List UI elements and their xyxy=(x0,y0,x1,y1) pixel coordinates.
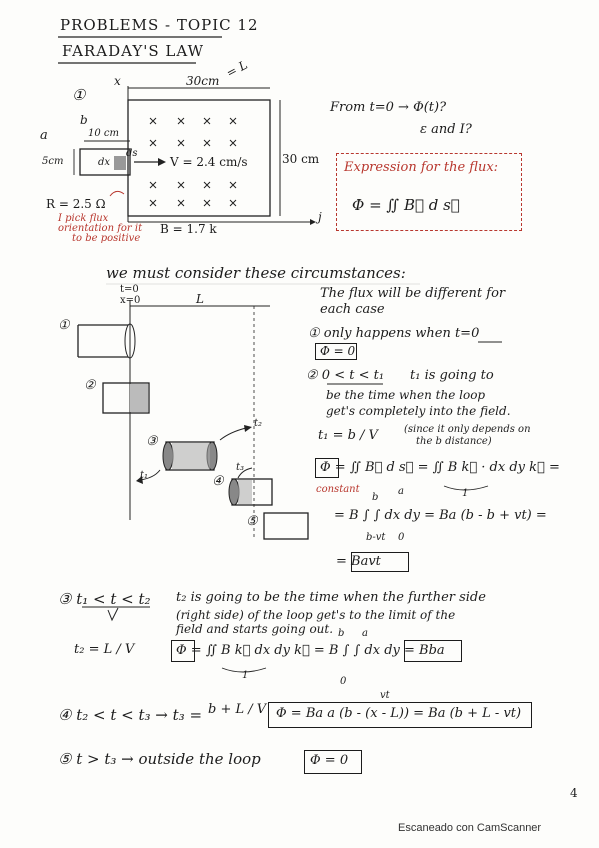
case4-t3-frac: b + L / V xyxy=(208,702,267,717)
case3-limit-b: b xyxy=(338,628,345,639)
case2-aside-2: the b distance) xyxy=(416,436,492,447)
circumstance-t3: t₃ xyxy=(236,462,245,473)
case1-result-box xyxy=(315,343,357,360)
case3-limit-a: a xyxy=(362,628,368,639)
case2-integral: Φ = ∬ B⃗ d s⃗ = ∬ B k⃗ · dx dy k⃗ = xyxy=(320,460,560,475)
flux-expression-box xyxy=(336,153,522,231)
figure-width-label: 30cm xyxy=(186,74,220,88)
case2-step-2: = B ∫ ∫ dx dy = Ba (b - b + vt) = xyxy=(334,508,547,523)
case3-heading: ③ t₁ < t < t₂ xyxy=(58,590,151,608)
case4-heading: ④ t₂ < t < t₃ → t₃ = xyxy=(58,706,203,724)
question-line-1: From t=0 → Φ(t)? xyxy=(330,100,447,115)
case1-text: ① only happens when t=0 xyxy=(308,326,480,341)
case2-limit-b: b xyxy=(372,492,379,503)
figure-note-2: orientation for it xyxy=(58,223,143,234)
figure-loop-height: 5cm xyxy=(42,156,64,167)
case2-result-box xyxy=(351,552,409,572)
case4-formula: Φ = Ba a (b - (x - L)) = Ba (b + L - vt) xyxy=(276,706,522,721)
circumstance-label-5: ⑤ xyxy=(246,514,258,529)
case3-t2-eq: t₂ = L / V xyxy=(74,642,135,657)
figure-j-label: j xyxy=(318,210,322,224)
case3-result-box xyxy=(404,640,462,662)
case4-vt: vt xyxy=(380,690,390,701)
case2-result: = Bavt xyxy=(336,554,381,569)
case3-integral: Φ = ∬ B k⃗ dx dy k⃗ = B ∫ ∫ dx dy = Bba xyxy=(176,643,445,658)
circumstance-t2: t₂ xyxy=(254,418,263,429)
figure-b-label: b xyxy=(80,113,88,127)
figure-loop-width: 10 cm xyxy=(88,128,119,139)
circumstances-x0: x=0 xyxy=(120,295,141,306)
circumstances-note-1: The flux will be different for xyxy=(320,286,506,301)
ds-element xyxy=(114,156,126,170)
case3-line-3: field and starts going out. xyxy=(176,622,334,636)
case2-line-1: t₁ is going to xyxy=(410,368,494,383)
page-number: 4 xyxy=(570,786,578,800)
case2-line-3: get's completely into the field. xyxy=(326,404,511,418)
case1-result: Φ = 0 xyxy=(320,344,356,358)
case2-one: 1 xyxy=(462,488,469,499)
circumstance-label-1: ① xyxy=(58,318,70,333)
case3-line-1: t₂ is going to be the time when the furt… xyxy=(176,590,486,605)
loop xyxy=(79,148,131,176)
page-title: PROBLEMS - TOPIC 12 xyxy=(60,16,259,34)
case2-limit-bvt: b-vt xyxy=(366,532,386,543)
case2-line-2: be the time when the loop xyxy=(326,388,486,402)
figure-note-3: to be positive xyxy=(72,233,141,244)
circumstance-t1: t₁ xyxy=(140,470,149,481)
figure-x-axis: x xyxy=(114,74,121,88)
case3-line-2: (right side) of the loop get's to the li… xyxy=(176,608,456,622)
case2-aside-1: (since it only depends on xyxy=(404,424,531,435)
case5-heading: ⑤ t > t₃ → outside the loop xyxy=(58,750,261,768)
circumstances-intro: we must consider these circumstances: xyxy=(106,264,406,282)
case2-t1-eq: t₁ = b / V xyxy=(318,428,378,443)
figure-step-label: ① xyxy=(72,86,86,104)
figure-field: B = 1.7 k xyxy=(160,222,217,236)
case2-heading: ② 0 < t < t₁ xyxy=(306,368,385,383)
case2-limit-0: 0 xyxy=(398,532,405,543)
circumstance-label-3: ③ xyxy=(146,434,158,449)
case3-one: 1 xyxy=(242,670,249,681)
case2-constant: constant xyxy=(316,484,360,495)
case3-phi-box xyxy=(171,640,195,662)
case3-limit-0: 0 xyxy=(340,676,347,687)
figure-velocity: V = 2.4 cm/s xyxy=(170,155,248,169)
flux-expression-title: Expression for the flux: xyxy=(344,160,499,175)
scanner-watermark: Escaneado con CamScanner xyxy=(398,822,542,834)
question-line-2: ε and I? xyxy=(420,122,472,137)
case5-result-box xyxy=(304,750,362,774)
figure-resistance: R = 2.5 Ω xyxy=(46,197,106,211)
flux-expression-formula: Φ = ∬ B⃗ d s⃗ xyxy=(352,196,460,214)
figure-ds-label: ds xyxy=(126,148,138,159)
circumstance-label-2: ② xyxy=(84,378,96,393)
circumstances-L: L xyxy=(196,292,204,306)
figure-dx-label: dx xyxy=(98,157,111,168)
case2-limit-a: a xyxy=(398,486,404,497)
figure-note-1: I pick flux xyxy=(58,213,109,224)
case5-result: Φ = 0 xyxy=(310,753,349,768)
case4-result-box xyxy=(268,702,532,728)
figure-height-label: 30 cm xyxy=(282,152,320,166)
figure-a-label: a xyxy=(40,128,48,143)
page-subtitle: FARADAY'S LAW xyxy=(62,42,204,60)
case2-phi-box xyxy=(315,458,339,478)
circumstances-t0: t=0 xyxy=(120,284,139,295)
circumstance-label-4: ④ xyxy=(212,474,224,489)
circumstances-note-2: each case xyxy=(320,302,385,317)
